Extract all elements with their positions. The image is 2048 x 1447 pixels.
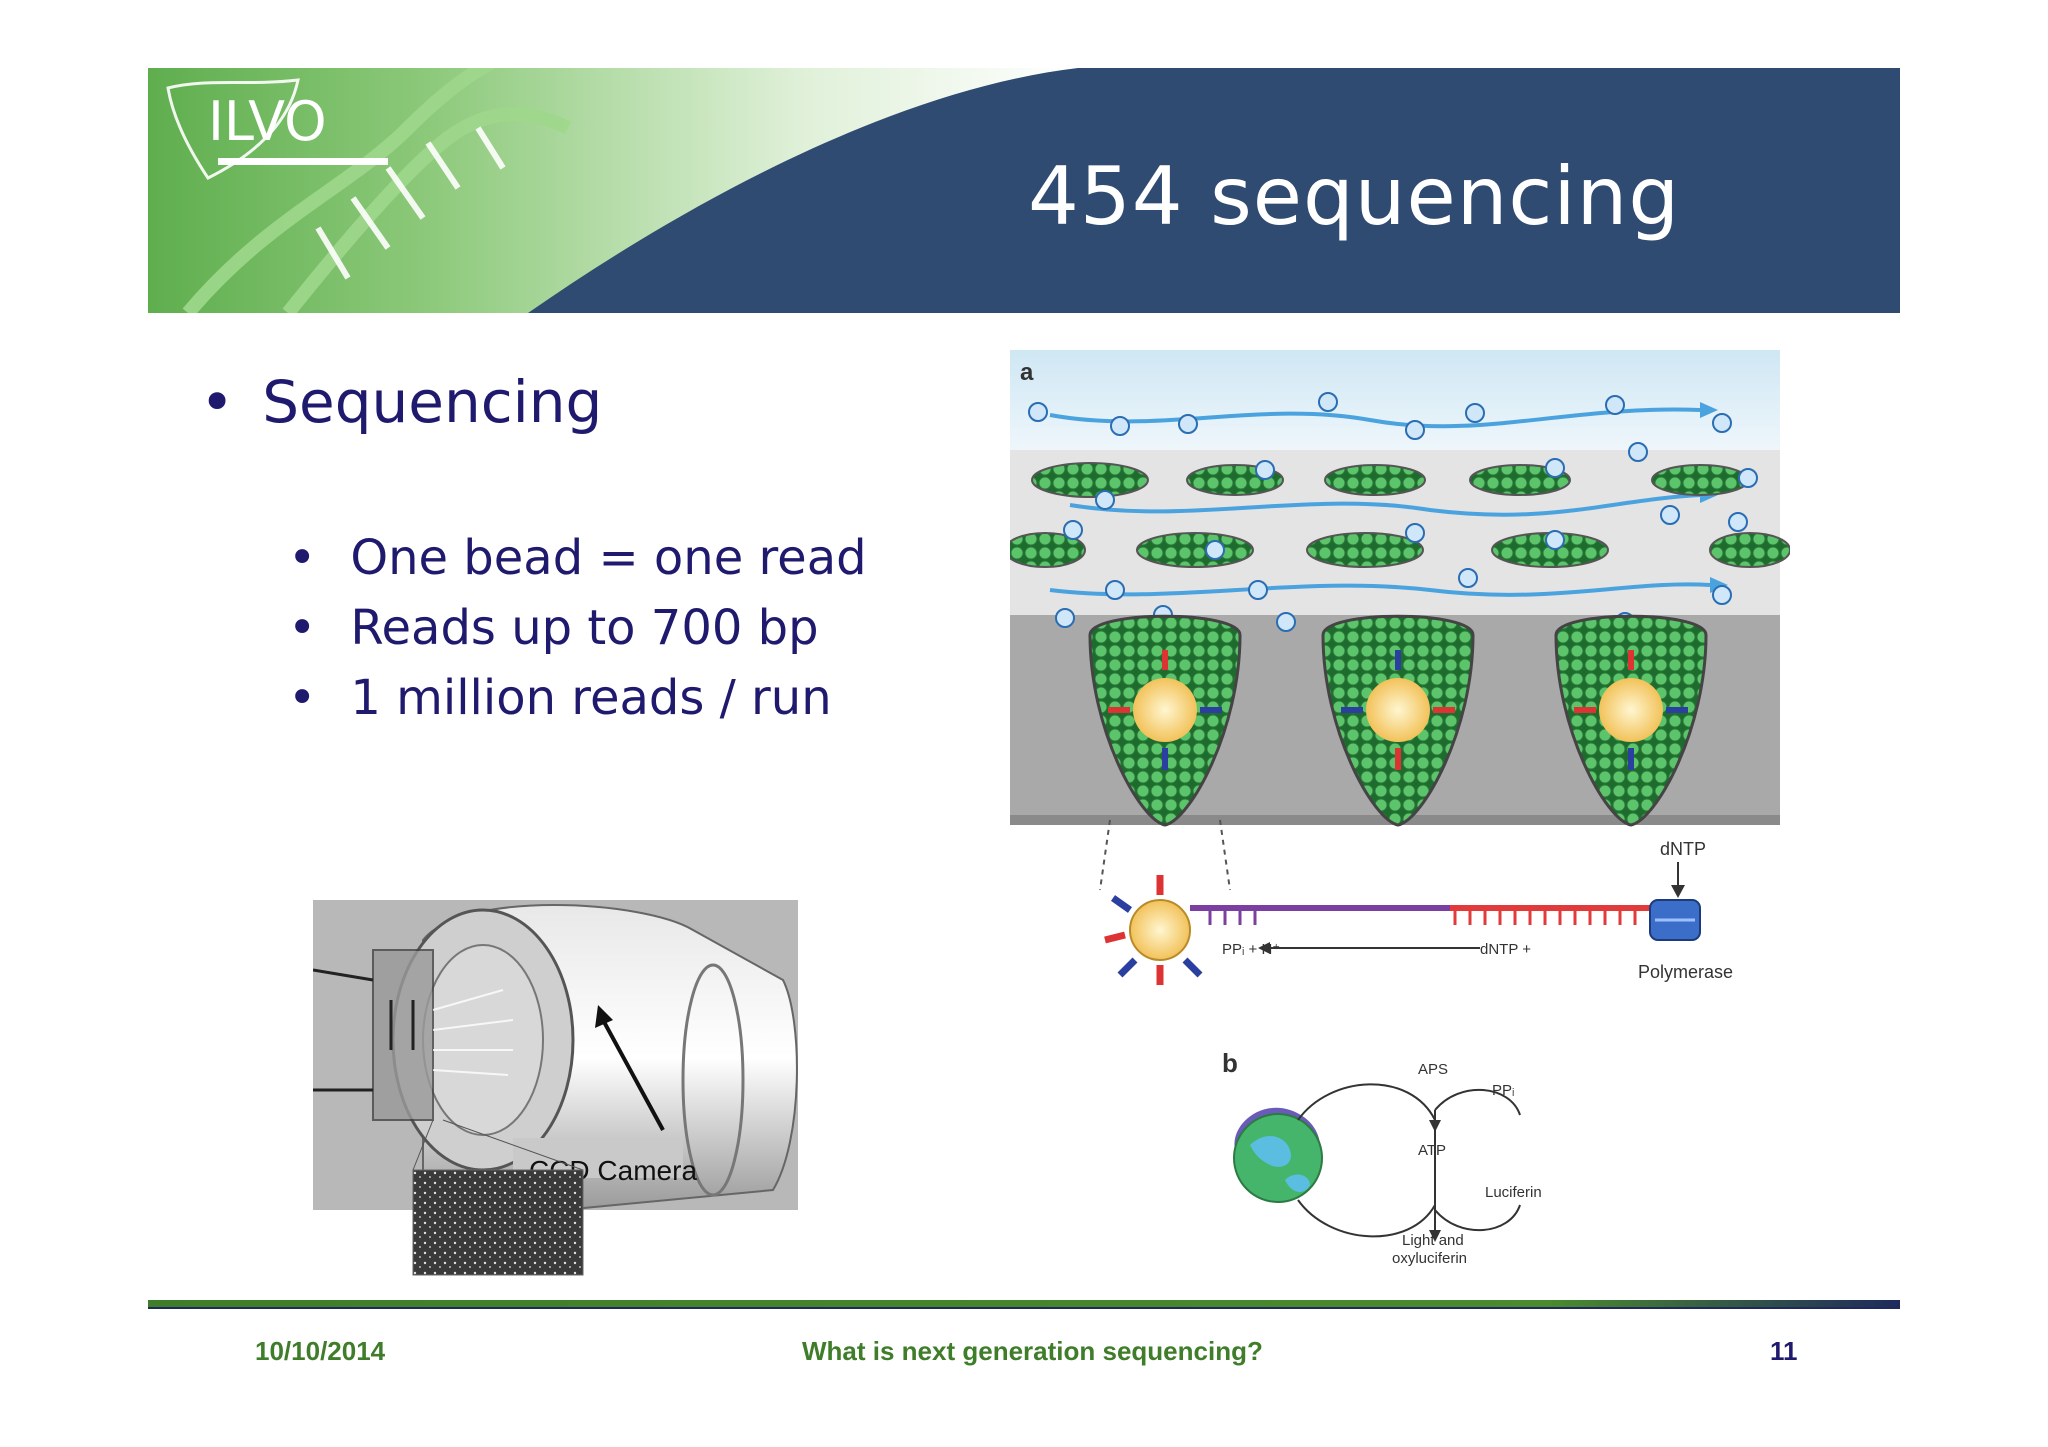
light-label-line1: Light and: [1402, 1232, 1464, 1249]
bullet-dot: •: [200, 368, 235, 436]
main-bullet-text: Sequencing: [262, 368, 603, 436]
banner-graphic: [148, 68, 1900, 313]
light-label-line2: oxyluciferin: [1392, 1250, 1467, 1267]
ppi-label: PPᵢ: [1492, 1082, 1514, 1099]
enzyme-globe-icon: [1233, 1107, 1323, 1203]
footer-divider: [148, 1300, 1900, 1307]
ilvo-logo: ILVO: [208, 90, 327, 153]
slide-title: 454 sequencing: [1028, 150, 1681, 243]
bullet-dot: •: [288, 600, 317, 656]
dntp-label: dNTP: [1660, 839, 1706, 859]
luciferin-label: Luciferin: [1485, 1184, 1542, 1201]
bullet-dot: •: [288, 670, 317, 726]
sub-bullet-text: 1 million reads / run: [350, 670, 832, 726]
flow-arrows: [1049, 407, 1711, 597]
ppi-h-label: PPᵢ + H⁺: [1222, 941, 1280, 958]
deep-wells: [1088, 614, 1708, 827]
sub-bullet: • 1 million reads / run: [288, 670, 867, 740]
aps-label: APS: [1418, 1061, 1448, 1078]
bullet-dot: •: [288, 530, 317, 586]
sub-bullet-list: • One bead = one read • Reads up to 700 bp…: [288, 530, 867, 740]
ccd-camera-figure: CCD Camera: [313, 900, 798, 1276]
atp-label: ATP: [1418, 1142, 1446, 1159]
panel-b-label: b: [1222, 1048, 1238, 1078]
sub-bullet-text: One bead = one read: [350, 530, 867, 586]
picotiter-plate-figure: a: [1010, 350, 1790, 985]
sub-bullet: • One bead = one read: [288, 530, 867, 600]
panel-a-label: a: [1020, 359, 1034, 386]
polymerase-label: Polymerase: [1638, 962, 1733, 982]
footer-divider-shadow: [148, 1307, 1900, 1309]
luciferase-reaction-figure: b APS PPᵢ ATP Luciferin Light and oxyluc…: [1222, 1048, 1542, 1267]
page-number: 11: [1770, 1336, 1798, 1366]
dntp-plus-label: dNTP +: [1480, 941, 1531, 958]
main-bullet: • Sequencing: [200, 368, 602, 436]
footer-center-text: What is next generation sequencing?: [802, 1336, 1263, 1366]
header-banner: [148, 68, 1900, 313]
sub-bullet: • Reads up to 700 bp: [288, 600, 867, 670]
footer-date: 10/10/2014: [255, 1336, 386, 1366]
sub-bullet-text: Reads up to 700 bp: [350, 600, 819, 656]
bead-strand-detail: [1104, 875, 1701, 985]
